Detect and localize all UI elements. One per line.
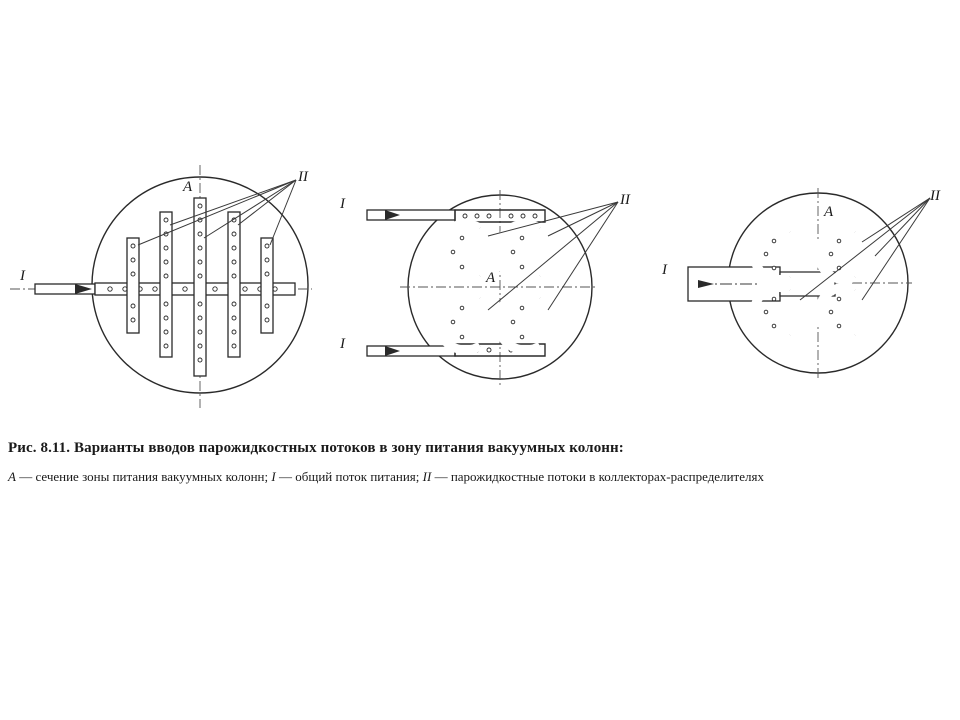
- variant-single-feed: II A I: [661, 188, 941, 380]
- caption-legend: A — сечение зоны питания вакуумных колон…: [8, 468, 948, 485]
- variant-double-feed: II A I I: [339, 190, 631, 385]
- feed-pipe-2-top: [366, 209, 456, 221]
- legend-symbol-ii: II: [422, 469, 432, 484]
- label-I-2-top: I: [339, 196, 346, 212]
- leaders-3: [799, 197, 931, 301]
- label-I-1: I: [19, 268, 26, 284]
- label-I-2-bottom: I: [339, 336, 346, 352]
- top-manifold-holes: [462, 213, 538, 219]
- c-collector-holes-3: [763, 238, 842, 329]
- label-II-1: II: [297, 169, 309, 185]
- legend-text-ii: — парожидкостные потоки в коллекторах-ра…: [431, 469, 764, 484]
- legend-symbol-a: A: [8, 469, 16, 484]
- legend-text-a: — сечение зоны питания вакуумных колонн;: [15, 469, 272, 484]
- c-collectors-2: [433, 219, 543, 355]
- comb-branches: [126, 197, 274, 377]
- distributor-variants-drawing: II A I: [10, 165, 941, 408]
- feed-arrow-3: [698, 280, 714, 288]
- label-II-2: II: [619, 192, 631, 208]
- feed-pipe-2-bottom: [366, 345, 456, 357]
- feed-arrow-1: [75, 284, 92, 294]
- caption-title: Рис. 8.11. Варианты вводов парожидкостны…: [8, 440, 624, 456]
- leaders-1: [137, 179, 297, 246]
- label-A-2: A: [485, 270, 496, 286]
- label-I-3: I: [661, 262, 668, 278]
- legend-symbol-i: I: [271, 469, 276, 484]
- label-A-1: A: [182, 179, 193, 195]
- branch-holes-1: [130, 203, 270, 363]
- figure-caption: Рис. 8.11. Варианты вводов парожидкостны…: [8, 438, 948, 485]
- label-A-3: A: [823, 204, 834, 220]
- c-collectors-3: [749, 225, 857, 342]
- leaders-2: [487, 201, 619, 311]
- c-collector-holes-2: [450, 235, 525, 340]
- variant-comb: II A I: [10, 165, 312, 408]
- label-II-3: II: [929, 188, 941, 204]
- legend-text-i: — общий поток питания;: [275, 469, 423, 484]
